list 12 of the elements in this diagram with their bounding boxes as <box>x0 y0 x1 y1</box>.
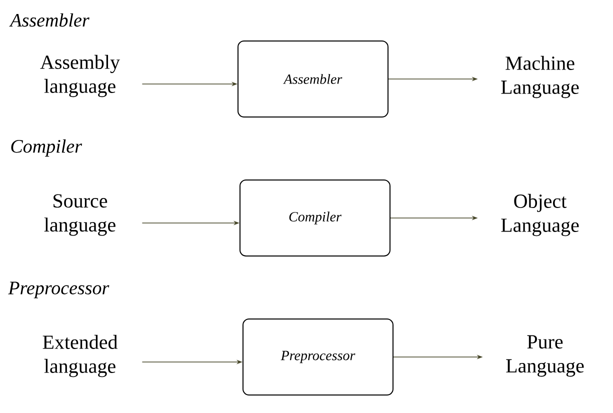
process-box: Compiler <box>240 180 390 256</box>
language-label: Source language <box>44 194 116 236</box>
heading: Assembler <box>9 13 90 27</box>
language-label: Assembly language <box>40 54 120 98</box>
language-label: Pure Language <box>506 335 584 377</box>
process-box: Assembler <box>238 40 388 118</box>
language-label: Object Language <box>501 194 579 236</box>
heading: Preprocessor <box>8 282 110 298</box>
process-box: Preprocessor <box>242 318 394 396</box>
heading: Compiler <box>11 139 82 157</box>
language-label: Extended language <box>42 334 118 378</box>
language-label: Machine Language <box>501 56 579 98</box>
